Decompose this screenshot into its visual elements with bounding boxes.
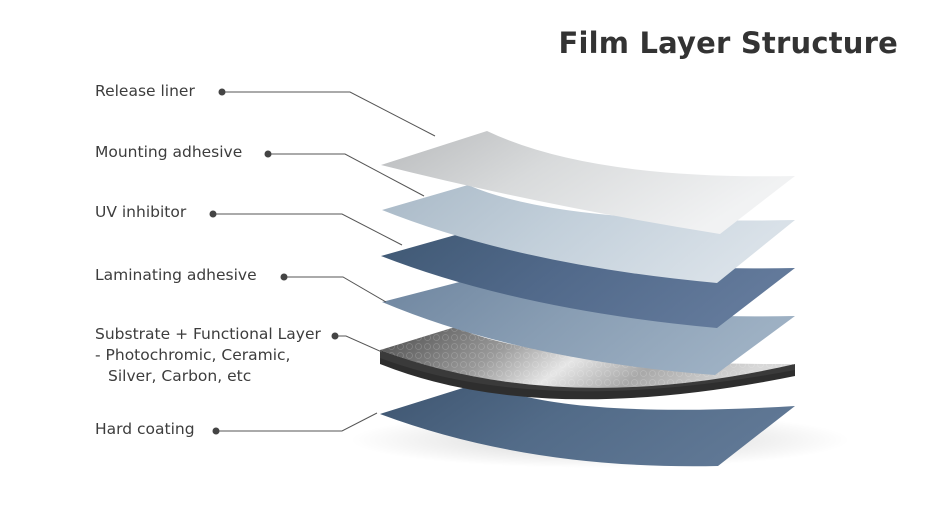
layer-release-liner: [381, 131, 795, 234]
leader-release-liner: [222, 91, 436, 137]
leader-uv-inhibitor: [213, 213, 403, 246]
layer-uv-inhibitor: [381, 232, 795, 328]
leader-hard-coating: [216, 412, 378, 432]
label-mounting-adhesive: Mounting adhesive: [95, 143, 243, 161]
label-substrate-line2: - Photochromic, Ceramic,: [95, 346, 291, 364]
layer-hard-coating: [380, 382, 795, 467]
leader-dot-uv-inhibitor: [209, 210, 217, 218]
label-substrate-line1: Substrate + Functional Layer: [95, 325, 321, 343]
leader-lines: [213, 91, 436, 432]
label-substrate-line3: Silver, Carbon, etc: [108, 367, 252, 385]
leader-dot-substrate: [331, 332, 339, 340]
leader-laminating-adhesive: [284, 276, 387, 303]
layer-laminating-adhesive: [382, 278, 795, 375]
layer-mounting-adhesive: [382, 185, 795, 283]
layer-substrate-edge: [380, 350, 795, 394]
label-hard-coating: Hard coating: [95, 420, 195, 438]
leader-mounting-adhesive: [268, 153, 425, 197]
label-uv-inhibitor: UV inhibitor: [95, 203, 187, 221]
leader-dots: [209, 88, 339, 435]
page-title: Film Layer Structure: [558, 26, 898, 60]
label-release-liner: Release liner: [95, 82, 195, 100]
leader-dot-laminating-adhesive: [280, 273, 288, 281]
label-substrate-functional-layer: Substrate + Functional Layer - Photochro…: [95, 324, 321, 387]
leader-substrate: [335, 335, 383, 353]
label-laminating-adhesive: Laminating adhesive: [95, 266, 257, 284]
leader-dot-mounting-adhesive: [264, 150, 272, 158]
leader-dot-release-liner: [218, 88, 226, 96]
layer-substrate-underside: [380, 358, 795, 400]
leader-dot-hard-coating: [212, 427, 220, 435]
